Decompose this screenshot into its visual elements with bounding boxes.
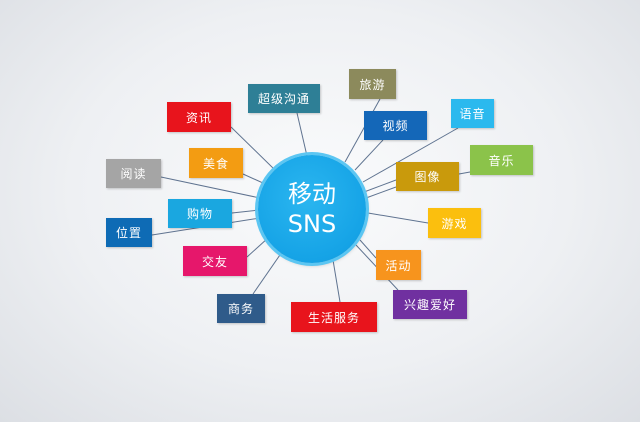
node-yinyue: 音乐	[470, 145, 533, 175]
connector-chaojigoutong	[296, 112, 308, 157]
node-xingquaihao: 兴趣爱好	[393, 290, 467, 319]
connector-gouwu	[231, 209, 260, 214]
node-shenghuofuwu: 生活服务	[291, 302, 377, 332]
hub-circle: 移动 SNS	[258, 155, 366, 263]
connector-jiaoyou	[246, 237, 269, 258]
connector-tuxiang-1	[363, 179, 397, 193]
node-yuyin: 语音	[451, 99, 494, 128]
connector-shenghuofuwu	[332, 259, 341, 303]
node-gouwu: 购物	[168, 199, 232, 228]
connector-youxi	[367, 212, 429, 224]
node-tuxiang: 图像	[396, 162, 459, 191]
node-shangwu: 商务	[217, 294, 265, 323]
connector-huodong	[359, 239, 377, 259]
node-huodong: 活动	[376, 250, 421, 280]
connector-zixun	[230, 126, 276, 171]
connector-shipin	[354, 139, 384, 171]
connector-yuyin	[362, 127, 459, 183]
node-weizhi: 位置	[106, 218, 152, 247]
connector-yuedu	[160, 176, 261, 199]
connector-lvyou	[344, 98, 381, 163]
node-lvyou: 旅游	[349, 69, 396, 99]
connector-meishi	[242, 173, 264, 184]
connector-tuxiang-2	[365, 186, 397, 199]
node-yuedu: 阅读	[106, 159, 161, 188]
node-shipin: 视频	[364, 111, 427, 140]
connector-shangwu	[252, 251, 283, 295]
connector-yinyue	[458, 171, 471, 175]
node-zixun: 资讯	[167, 102, 231, 132]
node-chaojigoutong: 超级沟通	[248, 84, 320, 113]
hub-subtitle: SNS	[287, 210, 337, 238]
node-meishi: 美食	[189, 148, 243, 178]
node-youxi: 游戏	[428, 208, 481, 238]
node-jiaoyou: 交友	[183, 246, 247, 276]
hub-title: 移动	[288, 180, 336, 208]
